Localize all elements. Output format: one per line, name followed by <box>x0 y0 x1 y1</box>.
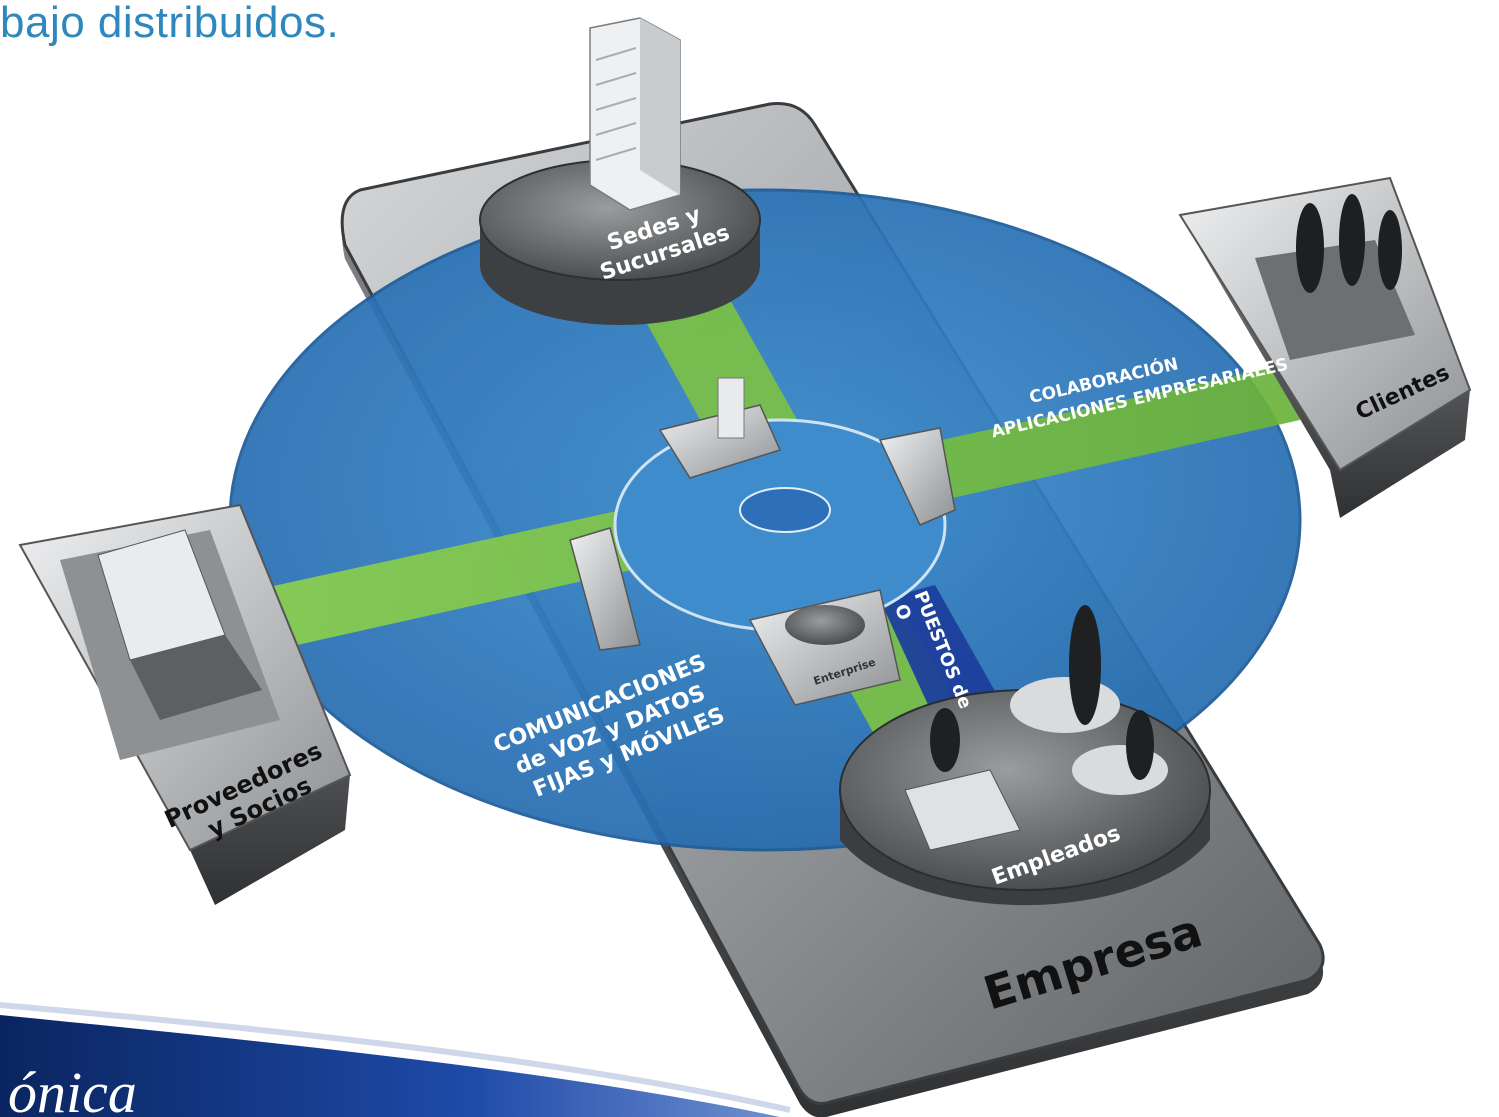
empleados-node <box>839 605 1211 906</box>
clientes-node <box>1178 176 1472 518</box>
puestos-band <box>880 585 1000 720</box>
mini-node-sedes <box>658 377 782 479</box>
mini-node-clientes <box>878 427 956 526</box>
sedes-node <box>479 17 761 325</box>
proveedores-node <box>18 503 352 905</box>
slide-heading-fragment: bajo distribuidos. <box>0 0 340 47</box>
logo-swoosh <box>0 1002 791 1117</box>
mini-node-enterprise <box>748 589 901 706</box>
core-disc <box>739 487 831 533</box>
logo-wordmark: ónica <box>8 1060 137 1117</box>
mini-node-proveedores <box>569 527 641 651</box>
